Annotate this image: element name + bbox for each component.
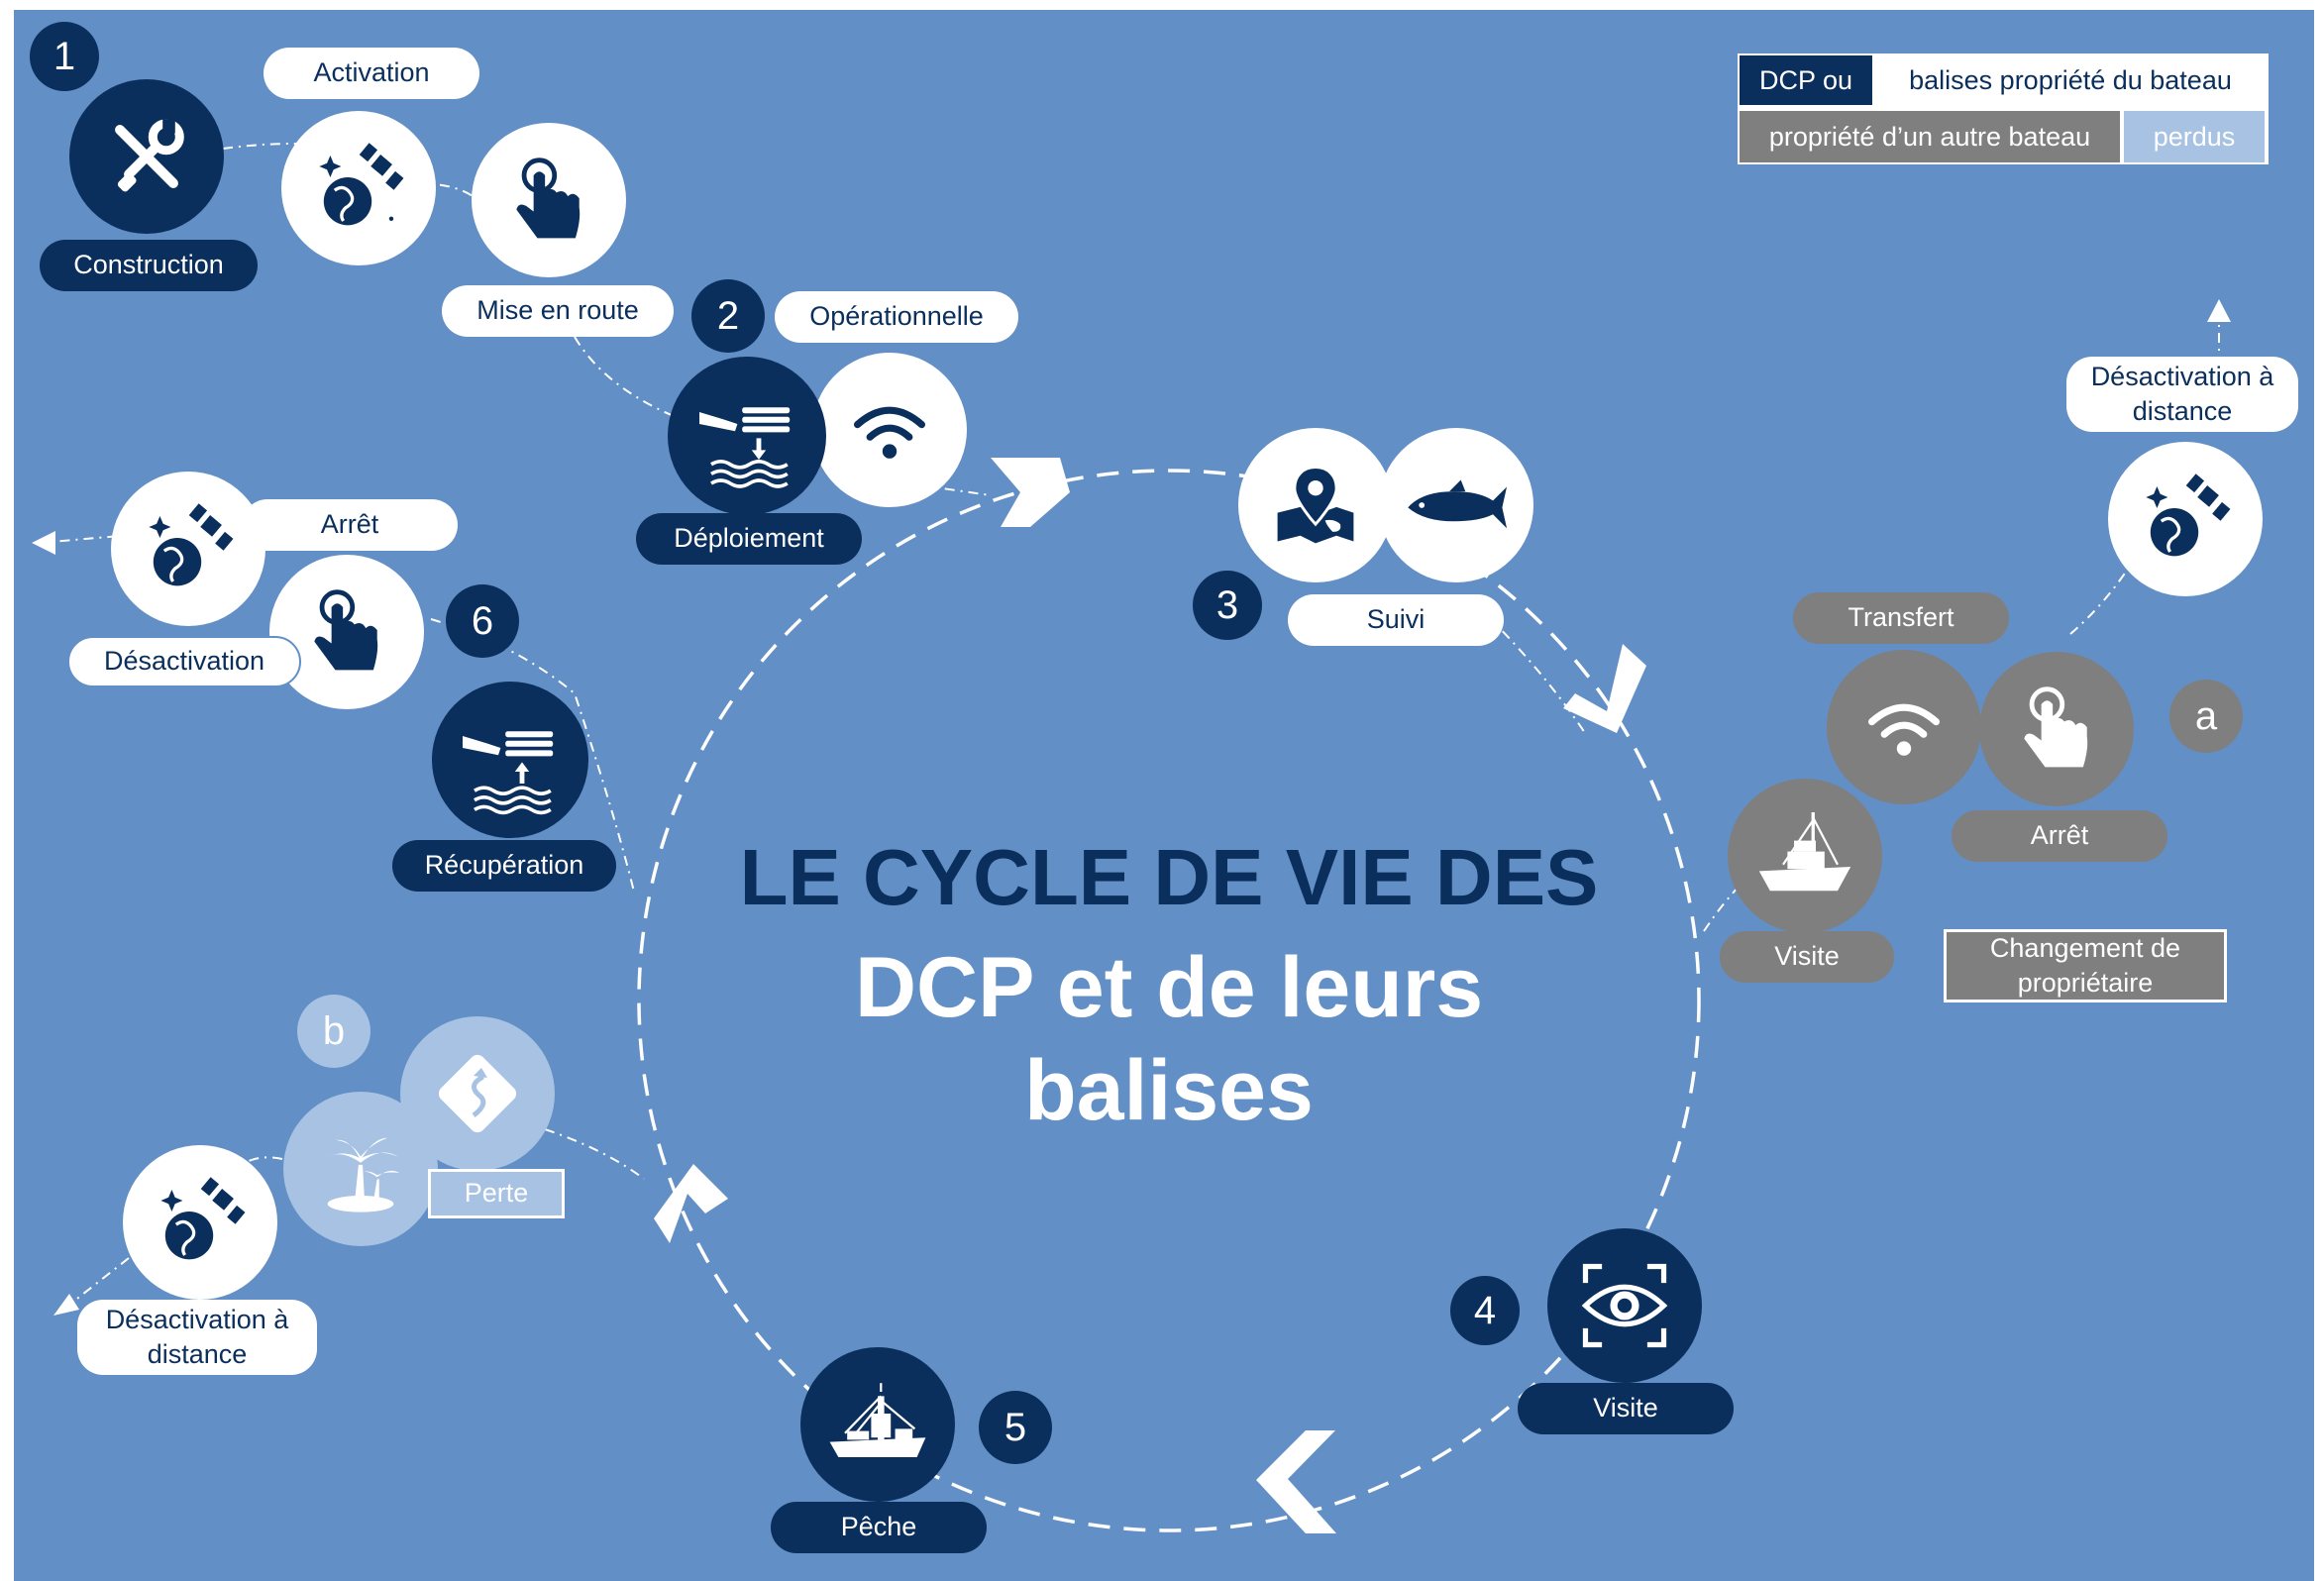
cycle-chevron	[654, 1164, 728, 1243]
arrow-head	[53, 1294, 79, 1316]
diagram-title-line1: LE CYCLE DE VIE DES	[739, 833, 1599, 921]
diagram-title-line3: balises	[1024, 1043, 1314, 1138]
deploy-fad-icon	[699, 407, 791, 488]
island-icon	[325, 1137, 400, 1212]
construction-node	[69, 79, 224, 234]
changement-proprietaire-label: Changement de propriétaire	[1944, 929, 2227, 1002]
fishing-vessel-icon	[829, 1383, 926, 1457]
arret-label: Arrêt	[242, 499, 458, 551]
hand-press-icon	[516, 158, 581, 239]
satellite-earth-icon	[2146, 474, 2231, 557]
suivi-label: Suivi	[1288, 594, 1504, 646]
perte-label: Perte	[428, 1169, 565, 1218]
activation-label: Activation	[264, 48, 479, 99]
visite-node	[1547, 1228, 1702, 1383]
peche-node	[800, 1347, 955, 1502]
hand-press-icon	[2024, 686, 2088, 768]
deploiement-node	[668, 357, 826, 515]
visite-a-node	[1728, 779, 1882, 933]
step-4-number: 4	[1450, 1276, 1520, 1345]
operationnelle-node	[812, 353, 967, 507]
recuperation-label: Récupération	[392, 840, 616, 892]
arret-a-node	[1979, 652, 2134, 806]
cycle-chevron	[1563, 644, 1646, 733]
branch-path	[1485, 613, 1586, 734]
activation-node	[281, 111, 436, 265]
legend-lost: perdus	[2124, 111, 2265, 162]
step-5-number: 5	[979, 1391, 1052, 1464]
construction-label: Construction	[40, 240, 258, 291]
step-6-number: 6	[446, 584, 519, 658]
mise-en-route-label: Mise en route	[442, 285, 674, 337]
mise-en-route-node	[472, 123, 626, 277]
wifi-icon	[1868, 703, 1940, 756]
satellite-earth-icon	[319, 143, 404, 226]
legend-other-boat: propriété d’un autre bateau	[1740, 111, 2120, 162]
legend-dcp-ou: DCP ou	[1740, 55, 1872, 105]
satellite-earth-icon	[160, 1177, 246, 1260]
drift-sign-icon	[438, 1054, 517, 1133]
step-2-number: 2	[691, 279, 765, 353]
retrieve-fad-icon	[463, 731, 554, 815]
visite-label: Visite	[1518, 1383, 1734, 1434]
recuperation-node	[432, 682, 588, 838]
tuna-fish-icon	[1408, 479, 1508, 529]
remote-deactivation-a-node	[2108, 442, 2263, 596]
legend: DCP ou balises propriété du bateau propr…	[1738, 53, 2269, 164]
wifi-icon	[854, 406, 925, 459]
remote-deactivation-b-label: Désactivation à distance	[77, 1300, 317, 1375]
small-boat-icon	[1758, 812, 1851, 892]
arret-a-label: Arrêt	[1952, 810, 2167, 862]
deploiement-label: Déploiement	[636, 513, 862, 565]
step-3-number: 3	[1193, 571, 1262, 640]
perte-node	[283, 1092, 438, 1246]
peche-label: Pêche	[771, 1502, 987, 1553]
arret-node	[111, 472, 265, 626]
cycle-ring	[637, 469, 1701, 1532]
branch-path	[544, 1128, 645, 1180]
legend-own-beacons: balises propriété du bateau	[1909, 64, 2232, 95]
transfert-node	[1827, 650, 1981, 804]
eye-scan-icon	[1581, 1263, 1668, 1348]
arrow-head	[2207, 299, 2231, 322]
operationnelle-label: Opérationnelle	[775, 291, 1018, 343]
hand-press-icon	[314, 589, 378, 671]
map-pin-icon	[1277, 466, 1354, 544]
transfert-label: Transfert	[1793, 592, 2009, 644]
visite-a-label: Visite	[1720, 931, 1894, 983]
cycle-chevron	[991, 458, 1070, 527]
branch-path	[574, 336, 675, 417]
suivi-map-node	[1238, 428, 1393, 582]
desactivation-node	[269, 555, 424, 709]
arrow-head	[32, 531, 55, 555]
branch-a-letter: a	[2169, 680, 2243, 753]
desactivation-label: Désactivation	[67, 636, 301, 687]
cycle-chevron	[1256, 1430, 1336, 1533]
tools-icon	[115, 119, 184, 192]
remote-deactivation-b-node	[123, 1145, 277, 1300]
step-1-number: 1	[30, 22, 99, 91]
suivi-fish-node	[1379, 428, 1533, 582]
satellite-earth-icon	[149, 503, 234, 586]
remote-deactivation-a-label: Désactivation à distance	[2066, 357, 2298, 432]
diagram-title-line2: DCP et de leurs	[854, 940, 1484, 1035]
branch-b-letter: b	[297, 995, 370, 1068]
